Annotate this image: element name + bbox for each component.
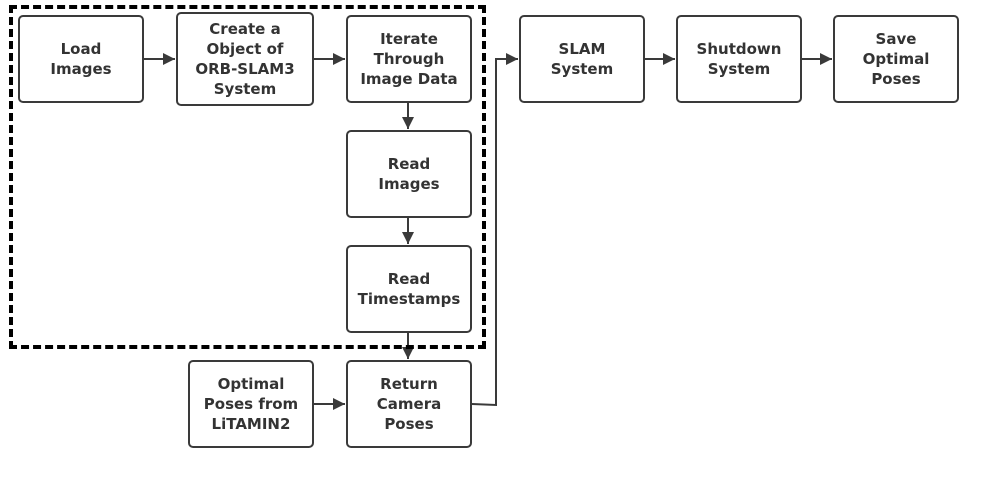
node-read-timestamps: Read Timestamps: [346, 245, 472, 333]
node-read-images-label: Read Images: [378, 155, 440, 193]
node-create-object: Create a Object of ORB-SLAM3 System: [176, 12, 314, 106]
arrow-return-to-slam: [471, 53, 518, 407]
node-load-images-label: Load Images: [50, 40, 112, 78]
node-iterate-image-data-label: Iterate Through Image Data: [360, 30, 458, 88]
node-return-camera-poses: Return Camera Poses: [346, 360, 472, 448]
node-save-optimal-poses: Save Optimal Poses: [833, 15, 959, 103]
node-create-object-label: Create a Object of ORB-SLAM3 System: [195, 20, 295, 98]
node-load-images: Load Images: [18, 15, 144, 103]
node-read-timestamps-label: Read Timestamps: [357, 270, 461, 308]
node-optimal-poses-litamin2: Optimal Poses from LiTAMIN2: [188, 360, 314, 448]
node-slam-system-label: SLAM System: [550, 40, 614, 78]
node-save-optimal-poses-label: Save Optimal Poses: [862, 30, 930, 88]
node-shutdown-system-label: Shutdown System: [696, 40, 782, 78]
node-shutdown-system: Shutdown System: [676, 15, 802, 103]
node-optimal-poses-litamin2-label: Optimal Poses from LiTAMIN2: [203, 375, 299, 433]
node-read-images: Read Images: [346, 130, 472, 218]
node-return-camera-poses-label: Return Camera Poses: [376, 375, 442, 433]
node-slam-system: SLAM System: [519, 15, 645, 103]
node-iterate-image-data: Iterate Through Image Data: [346, 15, 472, 103]
